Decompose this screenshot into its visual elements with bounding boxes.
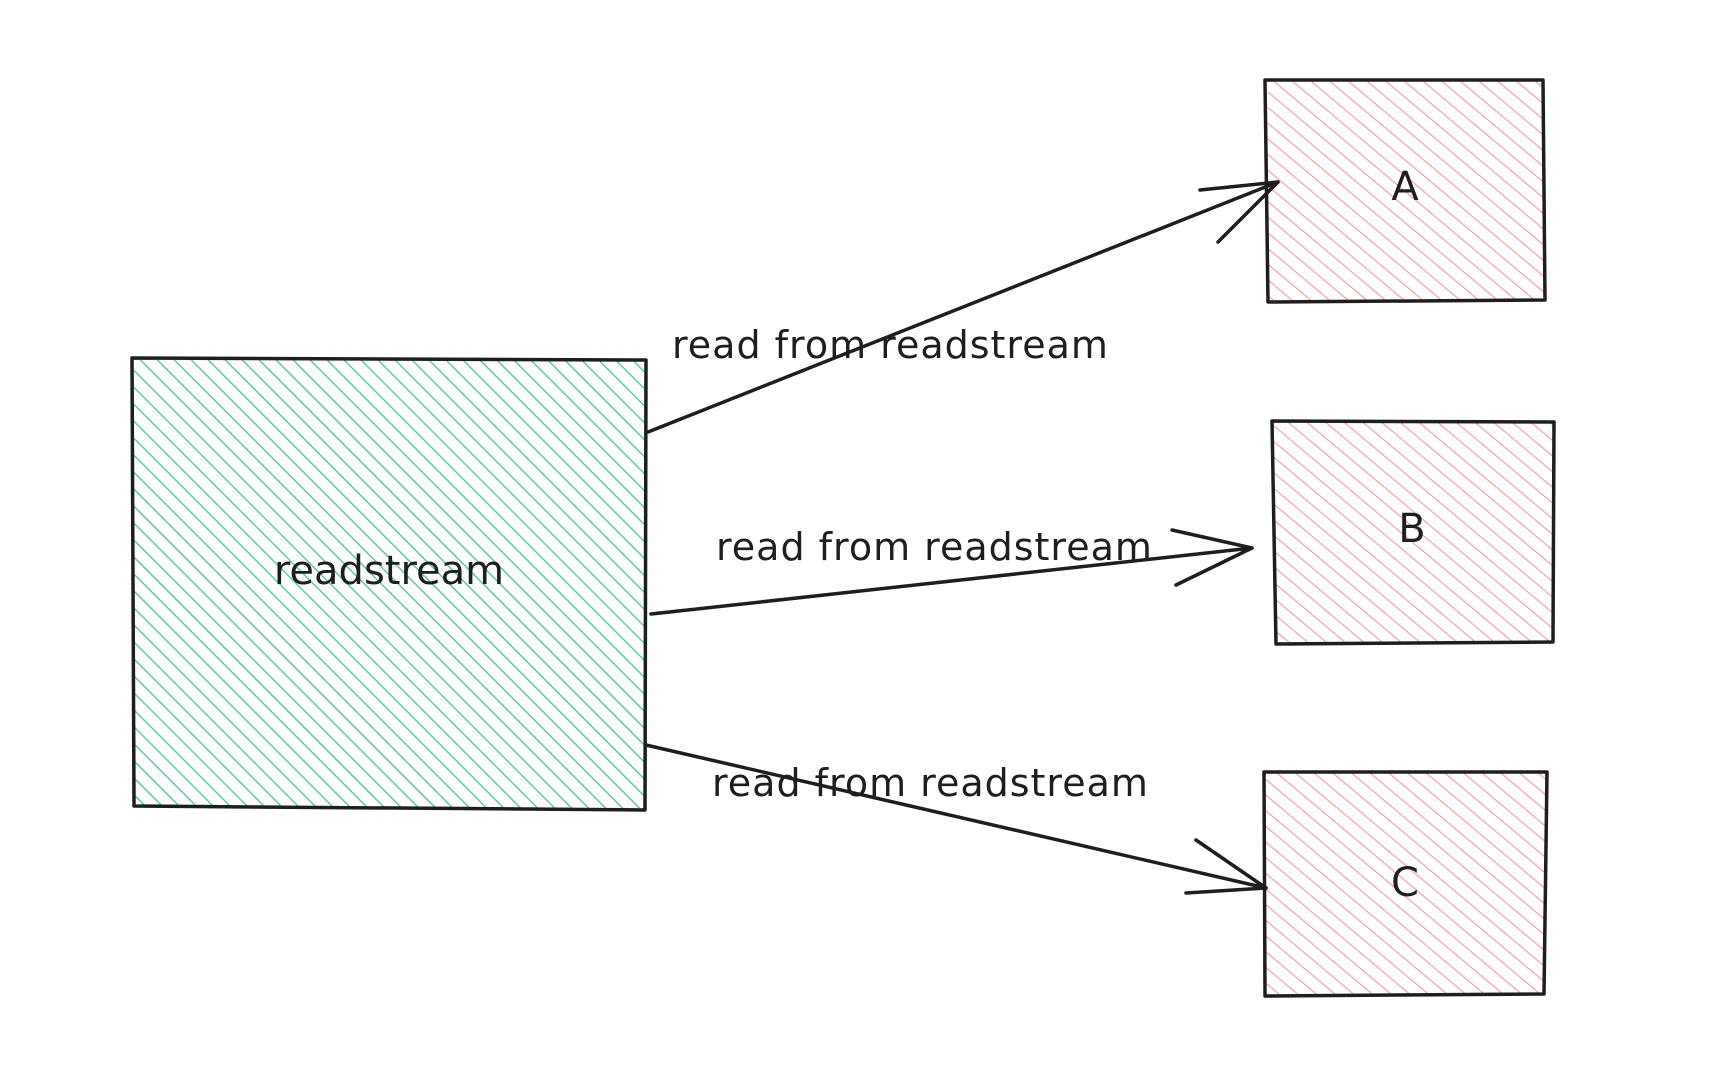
node-b-label: B <box>1398 506 1425 552</box>
node-a[interactable]: A <box>1263 78 1547 304</box>
readstream-fill <box>134 360 644 808</box>
node-c-fill <box>1266 772 1546 994</box>
node-b-fill <box>1274 422 1554 642</box>
edge-label-c: read from readstream <box>712 761 1149 805</box>
arrow-to-b-line <box>649 546 1254 616</box>
arrow-to-a-line <box>646 180 1280 434</box>
readstream-node[interactable]: readstream <box>130 356 648 812</box>
readstream-label: readstream <box>274 548 504 594</box>
node-c[interactable]: C <box>1262 770 1549 998</box>
node-c-label: C <box>1391 860 1419 906</box>
arrow-to-c-line <box>644 743 1268 890</box>
arrow-to-c[interactable] <box>644 743 1268 895</box>
arrow-to-b-head <box>1170 528 1254 587</box>
edge-label-a: read from readstream <box>672 323 1109 367</box>
node-b-border <box>1270 419 1556 646</box>
node-a-border <box>1263 78 1547 304</box>
node-a-label: A <box>1391 164 1419 210</box>
readstream-border <box>130 356 648 812</box>
arrow-to-c-head <box>1184 838 1268 895</box>
node-c-border <box>1262 770 1549 998</box>
node-a-fill <box>1268 80 1544 300</box>
arrow-to-a-head <box>1198 180 1280 244</box>
node-b[interactable]: B <box>1270 419 1556 646</box>
arrow-to-b[interactable] <box>649 528 1254 616</box>
edge-label-b: read from readstream <box>716 525 1153 569</box>
arrow-to-a[interactable] <box>646 180 1280 434</box>
